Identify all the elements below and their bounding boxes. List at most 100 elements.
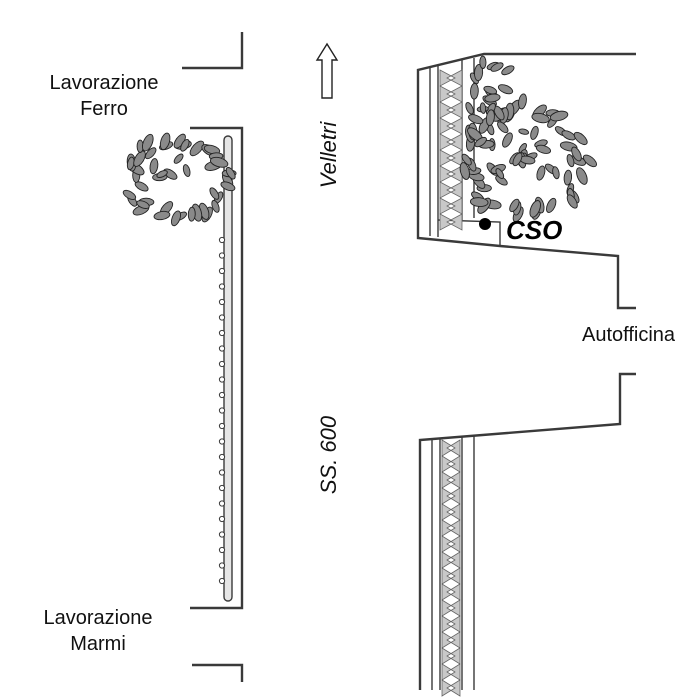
leaf [530, 125, 539, 140]
hedge-tooth [441, 551, 461, 569]
fence-post [218, 252, 226, 259]
leaf [561, 130, 576, 141]
leaf [465, 102, 474, 115]
leaf [512, 152, 523, 167]
hedge-tooth [439, 165, 463, 183]
leaf [470, 82, 479, 100]
fence-post [218, 438, 226, 445]
leaf [479, 55, 487, 69]
right-building-upper [416, 52, 636, 310]
leaf [495, 168, 505, 179]
road-name-label: SS. 600 [316, 415, 341, 494]
fence-post [218, 391, 226, 399]
leaf [182, 164, 191, 177]
label-lavorazione-ferro-line1: Lavorazione [50, 72, 159, 94]
fence-post [218, 283, 226, 290]
fence-post [218, 484, 226, 492]
hedge-tooth [441, 471, 461, 489]
leaf [552, 166, 560, 180]
leaf [485, 109, 495, 126]
leaf [518, 128, 530, 135]
leaf [187, 206, 196, 222]
left-building-top [182, 32, 244, 70]
station-label-cso: CSO [506, 215, 562, 245]
leaf [134, 181, 149, 192]
leaf [490, 62, 504, 72]
leaf [153, 210, 171, 221]
hedge-tooth [441, 519, 461, 537]
hedge-tooth [441, 679, 461, 697]
fence-post [218, 562, 226, 569]
fence-post [218, 469, 226, 476]
hedge-tooth [441, 567, 461, 585]
fence-post [218, 546, 226, 554]
hedge-tooth [441, 663, 461, 681]
leaf [576, 167, 588, 185]
leaf [531, 112, 550, 124]
fence-post [218, 422, 226, 430]
station-dot-icon [479, 218, 491, 230]
leaf [483, 85, 498, 95]
leaf [156, 170, 168, 178]
road-direction-label: Velletri [316, 121, 341, 189]
leaf [141, 133, 154, 152]
leaf [474, 136, 487, 148]
leaf [144, 147, 157, 160]
fence-post [218, 453, 226, 461]
leaf [459, 162, 470, 180]
label-autofficina: Autofficina [582, 324, 676, 346]
leaf [501, 65, 515, 76]
fence-post [218, 345, 226, 352]
left-building-bottom [192, 663, 244, 682]
hedge-tooth [439, 181, 463, 199]
fence-post [218, 236, 226, 244]
leaf [469, 197, 489, 207]
leaf [535, 144, 552, 154]
leaf [461, 153, 472, 166]
leaf [573, 131, 588, 146]
fence-post [218, 531, 226, 538]
fence-post [218, 360, 226, 368]
hedge-tooth [441, 487, 461, 505]
hedge-tooth [441, 615, 461, 633]
leaf [566, 194, 578, 209]
fence-post [218, 329, 226, 337]
hedge-tooth [441, 583, 461, 601]
hedge-tooth [439, 117, 463, 135]
fence-post [218, 298, 226, 306]
leaf [479, 102, 487, 114]
hedge-tooth [439, 69, 463, 87]
leaf [468, 114, 484, 125]
leaf [529, 200, 541, 218]
label-lavorazione-marmi-line1: Lavorazione [44, 607, 153, 629]
hedge-tooth [441, 647, 461, 665]
leaf [159, 132, 171, 151]
hedge-tooth [439, 101, 463, 119]
leaf [582, 154, 597, 168]
leaf [566, 154, 575, 168]
leaf [571, 146, 582, 162]
leaf [563, 169, 573, 186]
leaf [203, 144, 221, 155]
hedge-tooth [441, 535, 461, 553]
leaf [497, 121, 509, 134]
hedge-tooth [439, 149, 463, 167]
leaf [122, 189, 137, 200]
leaf [225, 167, 236, 180]
leaf [211, 199, 220, 213]
leaf [509, 198, 520, 213]
arrow-up-icon [315, 42, 339, 99]
hedge-tooth [441, 503, 461, 521]
leaf [209, 187, 220, 200]
hedge-tooth [439, 213, 463, 231]
hedge-tooth [441, 599, 461, 617]
tree-canopy-icon [459, 55, 597, 223]
hedge-tooth [439, 85, 463, 103]
hedge-tooth [439, 133, 463, 151]
leaf [484, 93, 501, 103]
leaf [497, 84, 514, 95]
fence-post [218, 577, 226, 585]
fence-post [218, 376, 226, 383]
leaf [209, 156, 229, 168]
hedge-tooth [439, 197, 463, 215]
